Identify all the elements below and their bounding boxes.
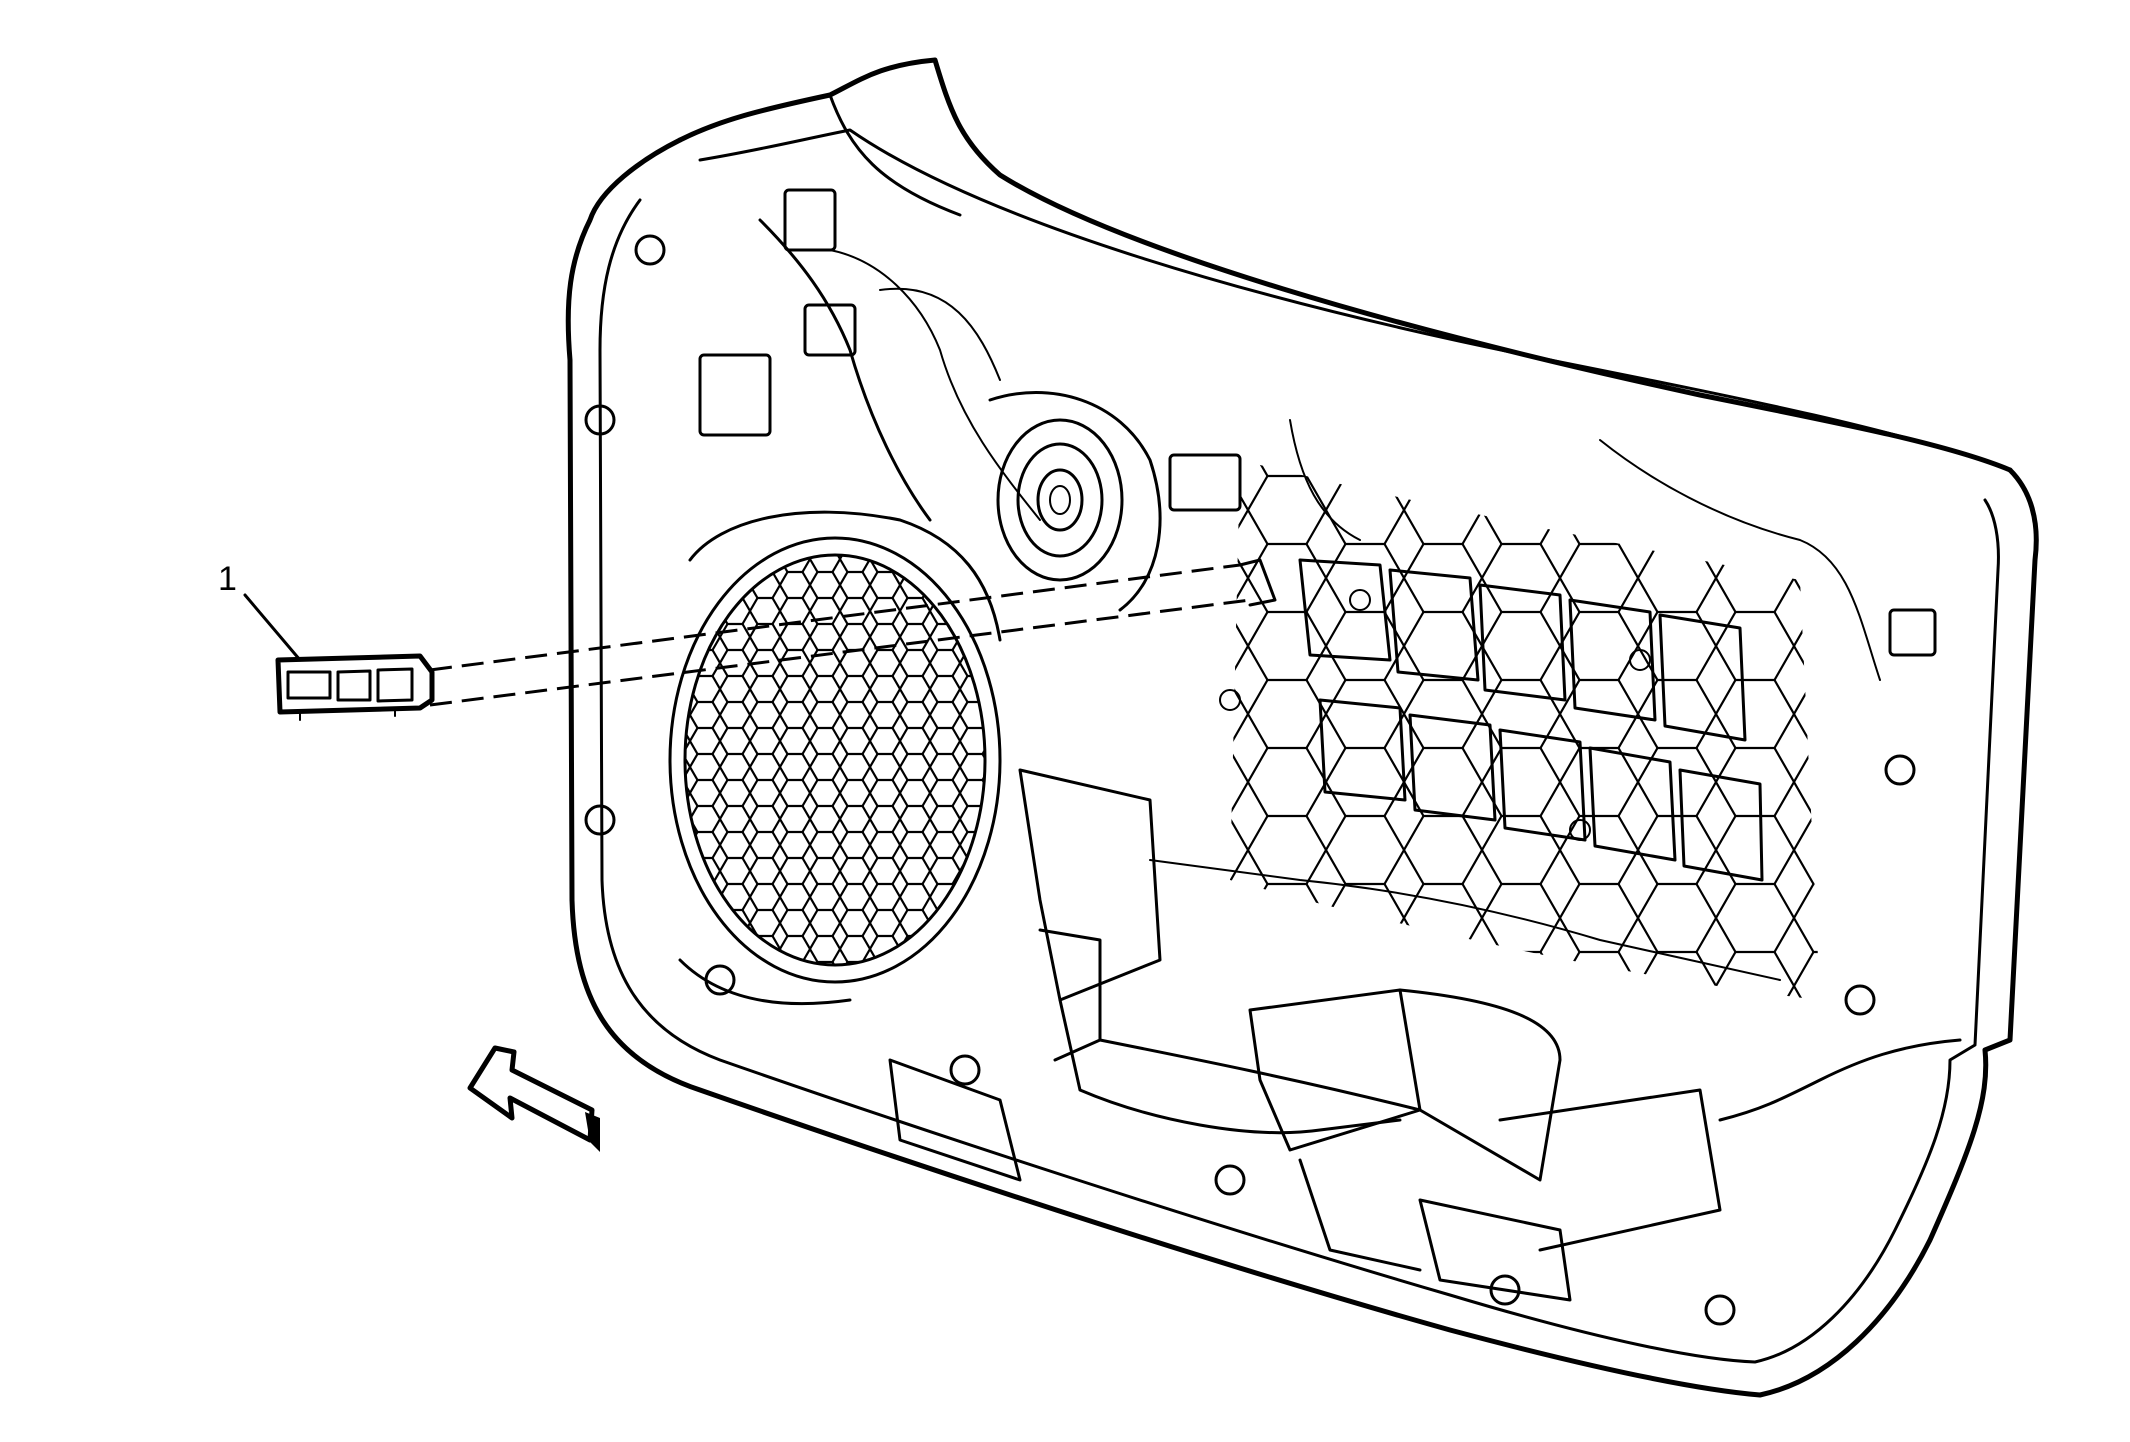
door-speaker bbox=[988, 391, 1162, 612]
connectors bbox=[698, 188, 1937, 657]
removed-switch-assembly bbox=[275, 558, 1277, 721]
switch-connector-icon bbox=[275, 653, 435, 721]
lower-trim-details bbox=[888, 1058, 1572, 1302]
view-direction-arrow-icon bbox=[467, 1045, 600, 1152]
removal-path-top bbox=[429, 563, 1241, 672]
wiring-harness bbox=[758, 218, 1881, 681]
sound-deadener-mesh bbox=[1230, 460, 1820, 1000]
callout-1-label: 1 bbox=[218, 560, 237, 598]
retainer-clips bbox=[584, 234, 1916, 1326]
callout-1-leader bbox=[243, 593, 302, 662]
removal-path-bottom bbox=[429, 598, 1251, 707]
door-panel-outline bbox=[565, 57, 2039, 1398]
armrest-pull-handle bbox=[1018, 768, 1781, 1252]
callout-1: 1 bbox=[218, 560, 302, 662]
energy-absorber-blocks bbox=[1219, 558, 1764, 882]
speaker-grille bbox=[668, 510, 1002, 1006]
